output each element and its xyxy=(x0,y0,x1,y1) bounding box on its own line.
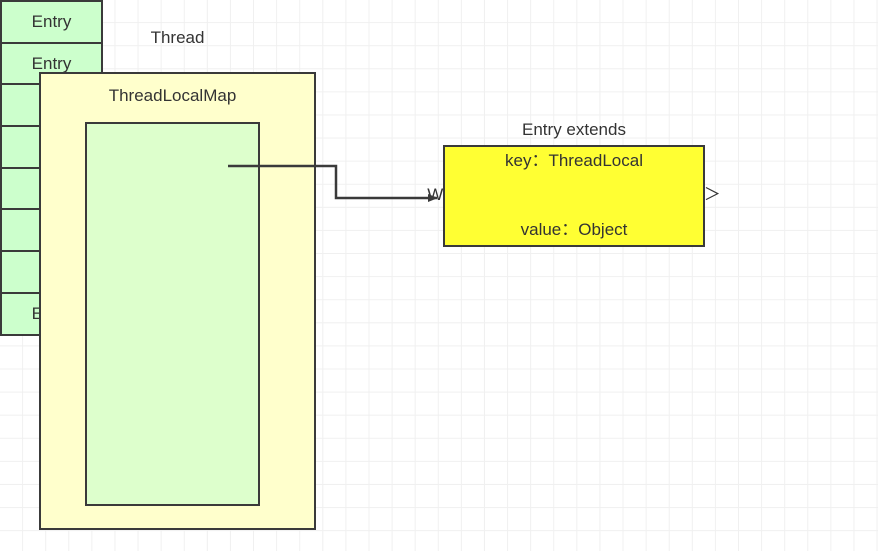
entry-detail-text: key：ThreadLocal value：Object xyxy=(505,104,643,288)
threadlocalmap-box xyxy=(85,122,260,506)
entry-cell-0[interactable]: Entry xyxy=(0,0,103,44)
entry-key-line: key：ThreadLocal xyxy=(505,151,643,171)
threadlocalmap-title: ThreadLocalMap xyxy=(108,86,237,105)
entry-detail-box: key：ThreadLocal value：Object xyxy=(443,145,705,247)
entry-class-title-line1: Entry extends xyxy=(522,119,626,139)
thread-title: Thread xyxy=(150,28,205,47)
entry-value-line: value：Object xyxy=(520,219,628,239)
